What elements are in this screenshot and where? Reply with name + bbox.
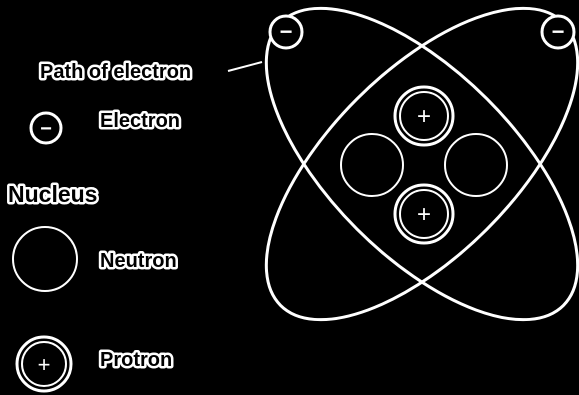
legend-nucleus-label: Nucleus bbox=[8, 181, 97, 207]
legend-electron-minus: − bbox=[40, 118, 52, 140]
electron-minus-left: − bbox=[280, 19, 293, 44]
electron-minus-right: − bbox=[552, 19, 565, 44]
path-leader-line bbox=[228, 62, 262, 71]
path-of-electron-label: Path of electron bbox=[40, 61, 191, 83]
legend-neutron-label: Neutron bbox=[100, 250, 177, 272]
nucleus-neutron-right bbox=[445, 134, 507, 196]
legend-protron-label: Protron bbox=[100, 349, 172, 371]
legend-electron-label: Electron bbox=[100, 110, 180, 132]
legend-neutron-symbol bbox=[13, 227, 77, 291]
electron-orbit-2 bbox=[216, 0, 579, 370]
legend-proton-plus: + bbox=[38, 352, 51, 377]
nucleus-neutron-left bbox=[341, 134, 403, 196]
proton-plus-top: + bbox=[417, 103, 431, 130]
proton-plus-bottom: + bbox=[417, 201, 431, 228]
